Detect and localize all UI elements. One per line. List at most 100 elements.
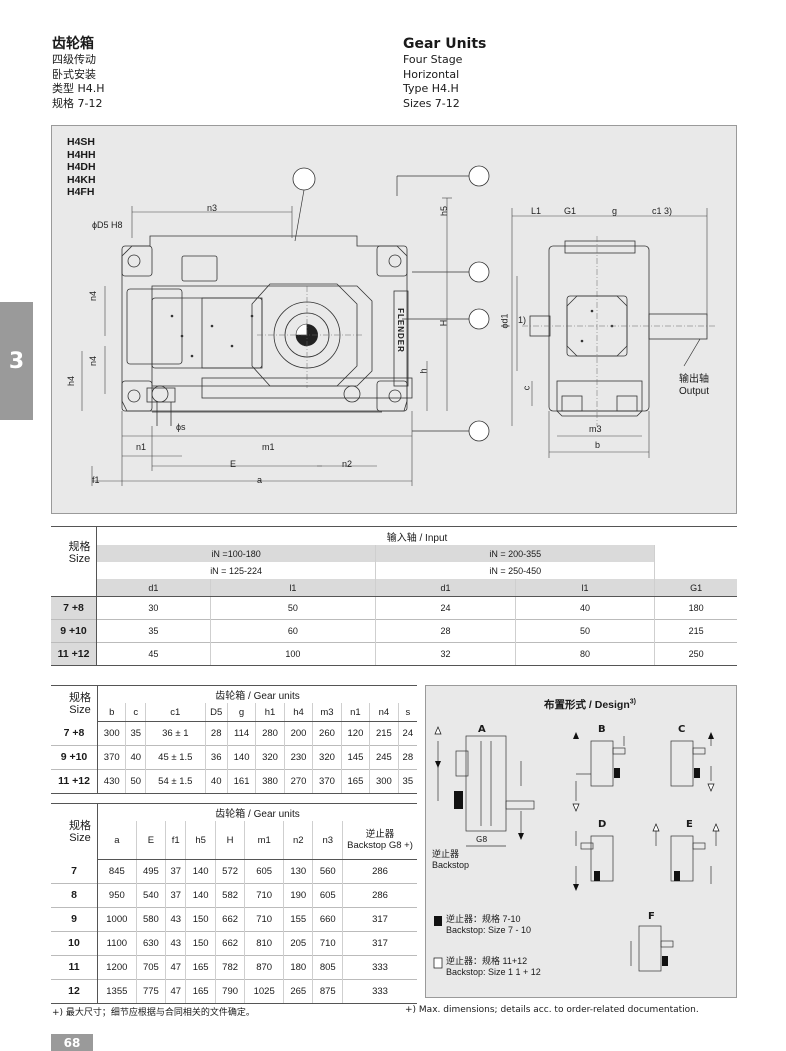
cell: 45: [96, 642, 211, 666]
header-en-line: Four Stage: [403, 53, 463, 66]
technical-drawing: H4SH H4HH H4DH H4KH H4FH: [51, 125, 737, 514]
ratio-a1: iN =100-180: [96, 545, 377, 562]
cell: 37: [165, 883, 187, 907]
model-list: H4SH H4HH H4DH H4KH H4FH: [67, 136, 96, 199]
row-size: 7 +8: [51, 721, 98, 745]
table-row: 10 1100 630 43 150 662 810 205 710 317: [51, 931, 417, 955]
dim-label-E: E: [230, 459, 237, 469]
dim-label-m1: m1: [262, 442, 275, 452]
row-size: 7: [51, 859, 98, 883]
row-size: 12: [51, 979, 98, 1004]
cell: 710: [312, 931, 343, 955]
cell: 180: [283, 955, 314, 979]
cell: 286: [372, 865, 388, 877]
cell: 54 ± 1.5: [145, 769, 206, 794]
cell: 317: [372, 913, 388, 925]
table-row: 7 845 495 37 140 572 605 130 560 286: [51, 859, 417, 883]
header-en-line: Type H4.H: [403, 82, 459, 95]
col-h4: h4: [284, 703, 314, 722]
col-G1: G1: [654, 579, 737, 597]
legend-1-en: Backstop: Size 7 - 10: [446, 925, 532, 935]
cell: 45 ± 1.5: [145, 745, 206, 769]
backstop-label: 逆止器 Backstop: [432, 849, 469, 871]
input-title: 输入轴 / Input: [96, 526, 737, 545]
header-cn-line: 类型 H4.H: [52, 82, 105, 95]
model-item: H4SH: [67, 136, 96, 148]
cell: 250: [654, 642, 737, 666]
cell: 43: [165, 907, 187, 931]
cell: 40: [205, 769, 228, 794]
col-D5: D5: [205, 703, 228, 722]
size-header-cn: 规格: [69, 691, 91, 704]
cell: 40: [125, 745, 147, 769]
col-h5: h5: [185, 821, 216, 860]
col-a: a: [97, 821, 137, 860]
dim-label-L1: L1: [531, 206, 542, 216]
col-m1: m1: [244, 821, 285, 860]
dim-label-n3: n3: [207, 203, 218, 213]
cell: 205: [283, 931, 314, 955]
design-title-sup: 3): [629, 698, 636, 706]
cell: 165: [185, 955, 216, 979]
model-item: H4HH: [67, 148, 96, 161]
cell: 265: [283, 979, 314, 1004]
backstop-label-cn: 逆止器: [432, 849, 460, 859]
cell: 35: [398, 769, 417, 794]
backstop-header-cn: 逆止器: [365, 829, 395, 840]
dim-label-d1-note: 1): [518, 315, 527, 325]
cell: 333: [342, 979, 417, 1004]
cell: 300: [97, 721, 127, 745]
cell: 36 ± 1: [145, 721, 206, 745]
cell: 1355: [97, 979, 137, 1004]
cell: 260: [312, 721, 342, 745]
design-title: 布置形式 / Design3): [544, 697, 636, 712]
header-en-title: Gear Units: [403, 36, 487, 52]
cell: 114: [227, 721, 257, 745]
cell: 582: [215, 883, 246, 907]
cell: 875: [312, 979, 343, 1004]
cell: 40: [515, 596, 656, 620]
cell: 161: [227, 769, 257, 794]
cell: 80: [515, 642, 656, 666]
cell: 165: [341, 769, 371, 794]
cell: 24: [402, 727, 414, 739]
cell: 180: [688, 603, 704, 613]
cell: 47: [165, 955, 187, 979]
cell: 320: [255, 745, 285, 769]
col-g: g: [227, 703, 257, 722]
page-number: 68: [51, 1034, 93, 1051]
cell: 36: [205, 745, 228, 769]
cell: 47: [165, 979, 187, 1004]
cell: 950: [97, 883, 137, 907]
dim-label-d5: ϕD5 H8: [92, 220, 123, 230]
cell: 200: [284, 721, 314, 745]
col-b: b: [97, 703, 127, 722]
design-arrangement-diagrams: [433, 726, 720, 972]
col-E: E: [136, 821, 167, 860]
output-label: 输出轴 Output: [679, 374, 709, 398]
cell: 120: [341, 721, 371, 745]
design-g8-label: G8: [476, 835, 488, 844]
size-header-en: Size: [69, 831, 91, 844]
size-header-cn: 规格: [69, 819, 91, 832]
cell: 100: [210, 642, 377, 666]
table-row: 7 +8 30 50 24 40 180: [51, 596, 737, 620]
dim-label-c: c: [521, 385, 532, 391]
legend-1-cn: 逆止器：规格 7-10: [446, 914, 521, 924]
cell: 150: [185, 907, 216, 931]
backstop-header-en: Backstop G8 +): [347, 840, 413, 851]
cell: 35: [96, 619, 211, 643]
cell: 1100: [97, 931, 137, 955]
dim-label-n4: n4: [88, 355, 99, 367]
col-c: c: [125, 703, 147, 722]
cell: 662: [215, 931, 246, 955]
legend-2-cn: 逆止器：规格 11+12: [446, 956, 528, 966]
cell: 215: [688, 626, 704, 636]
cell: 1200: [97, 955, 137, 979]
size-header-cn: 规格: [68, 541, 91, 553]
table-row: 11 +12 430 50 54 ± 1.5 40 161 380 270 37…: [51, 769, 417, 794]
cell: 150: [185, 931, 216, 955]
header-en-line: Sizes 7-12: [403, 96, 460, 110]
table-row: 9 +10 370 40 45 ± 1.5 36 140 320 230 320…: [51, 745, 417, 769]
